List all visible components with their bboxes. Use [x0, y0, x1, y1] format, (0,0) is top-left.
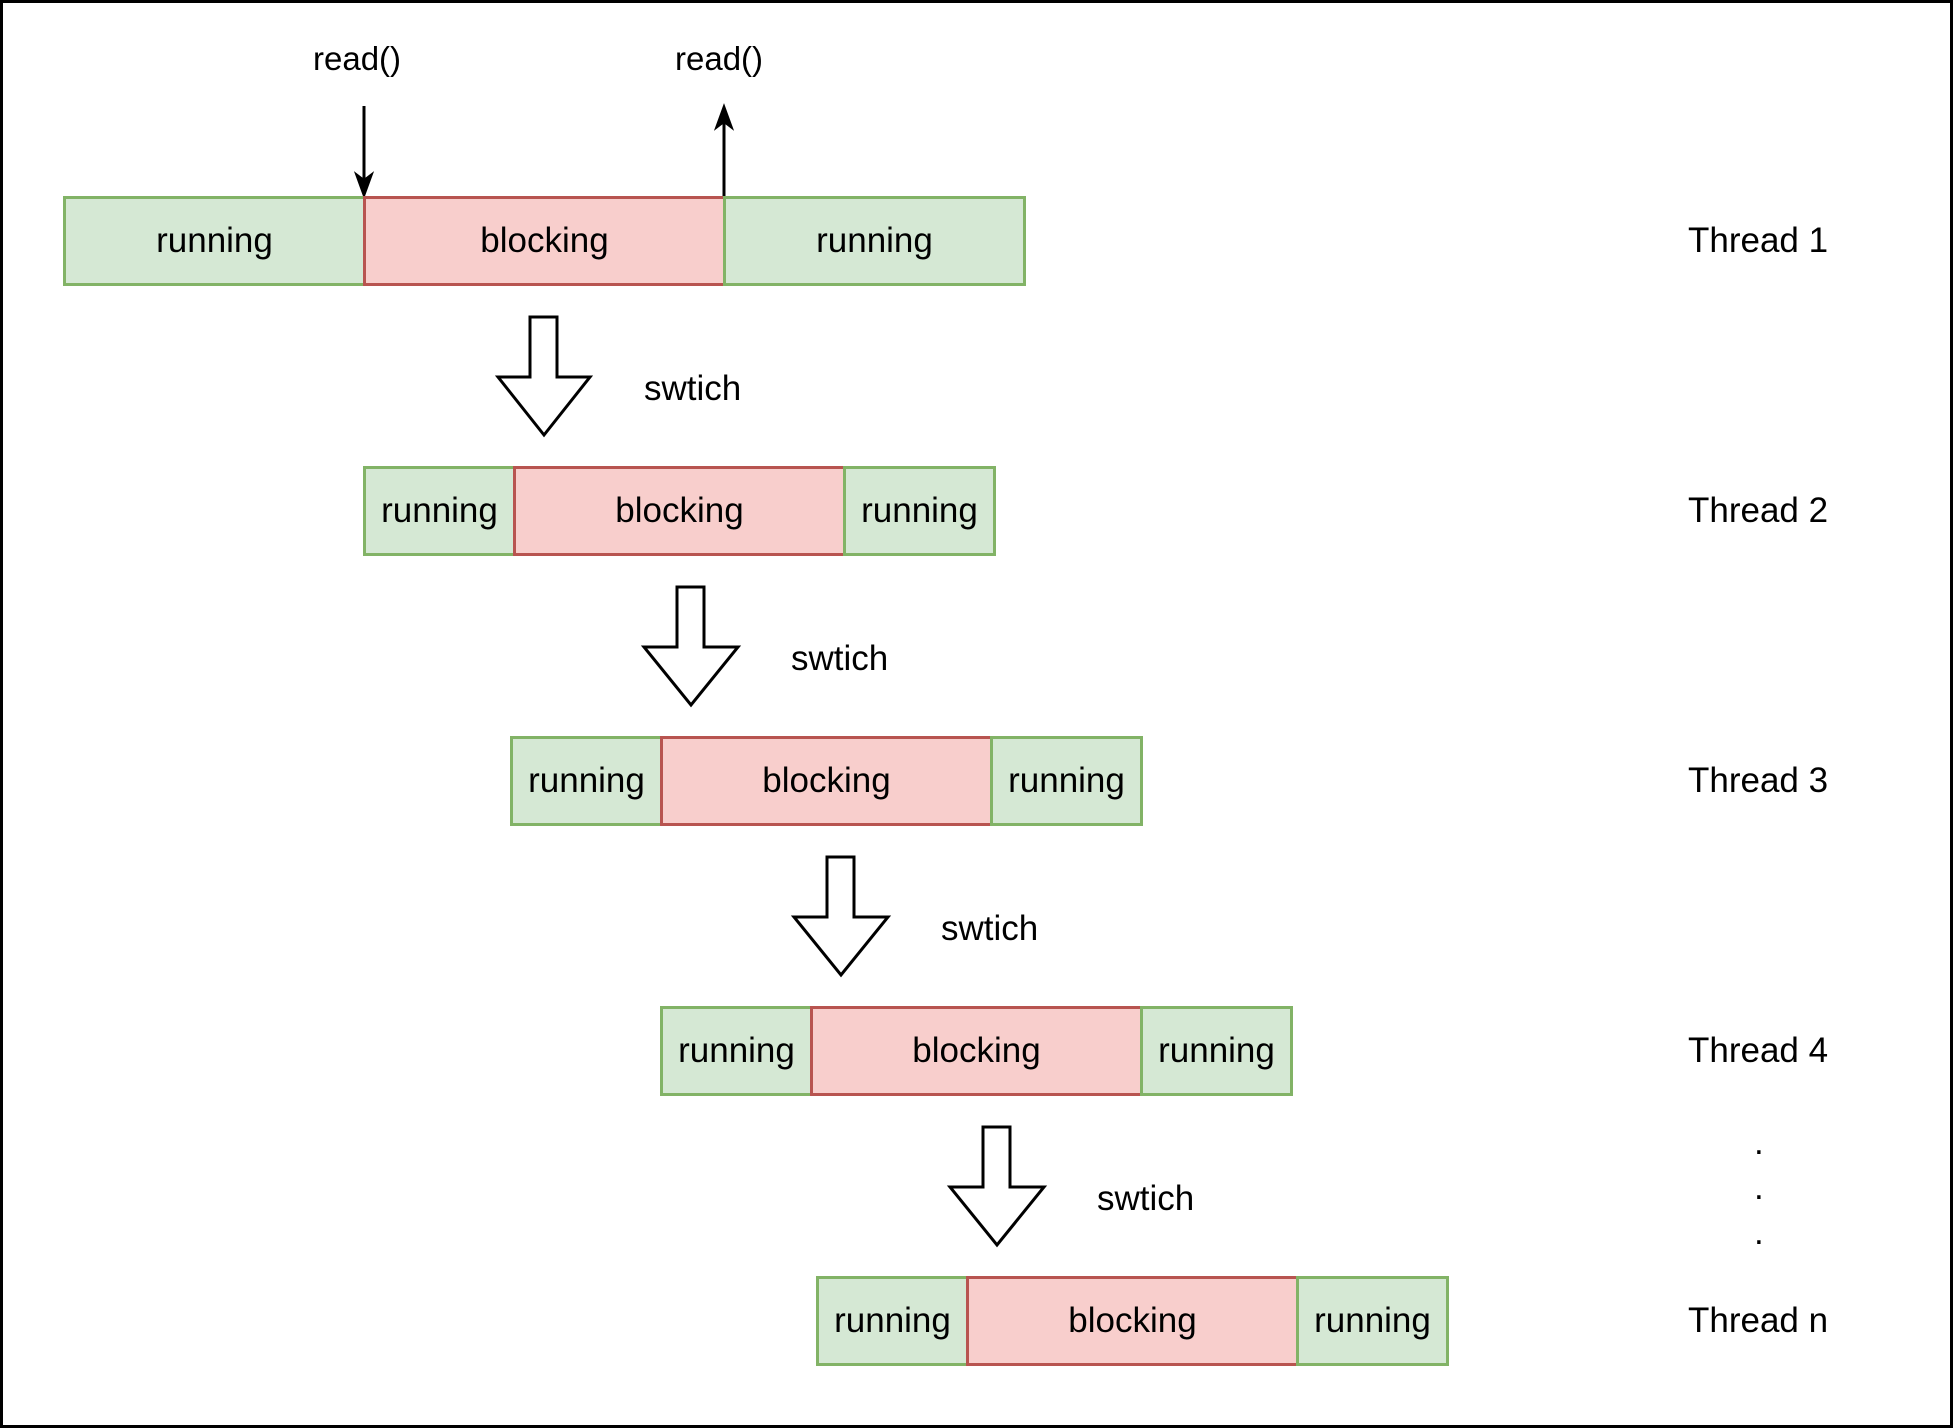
thread-n-running-segment: running — [1296, 1276, 1449, 1366]
switch-arrow-3 — [790, 855, 892, 978]
switch-label-2: swtich — [791, 639, 889, 678]
ellipsis-dot: . — [1754, 1213, 1764, 1252]
ellipsis-dot: . — [1754, 1168, 1764, 1207]
thread-4-running-segment: running — [1140, 1006, 1293, 1096]
switch-arrow-2 — [640, 585, 742, 708]
thread-2-timeline: running blocking running — [363, 466, 996, 556]
thread-3-running-segment: running — [510, 736, 663, 826]
thread-1-timeline: running blocking running — [63, 196, 1026, 286]
thread-n-label: Thread n — [1688, 1301, 1829, 1340]
thread-4-running-segment: running — [660, 1006, 813, 1096]
thread-n-blocking-segment: blocking — [966, 1276, 1299, 1366]
thread-2-running-segment: running — [363, 466, 516, 556]
switch-label-4: swtich — [1097, 1179, 1195, 1218]
thread-4-label: Thread 4 — [1688, 1031, 1829, 1070]
thread-n-timeline: running blocking running — [816, 1276, 1449, 1366]
read-down-arrow — [353, 106, 375, 199]
switch-label-3: swtich — [941, 909, 1039, 948]
thread-3-blocking-segment: blocking — [660, 736, 993, 826]
thread-1-label: Thread 1 — [1688, 221, 1829, 260]
thread-2-blocking-segment: blocking — [513, 466, 846, 556]
read-call-label: read() — [313, 40, 402, 77]
read-return-label: read() — [675, 40, 764, 77]
ellipsis-dot: . — [1754, 1123, 1764, 1162]
thread-1-blocking-segment: blocking — [363, 196, 726, 286]
thread-2-label: Thread 2 — [1688, 491, 1829, 530]
switch-arrow-4 — [946, 1125, 1048, 1248]
read-up-arrow — [713, 103, 735, 196]
thread-4-timeline: running blocking running — [660, 1006, 1293, 1096]
thread-2-running-segment: running — [843, 466, 996, 556]
thread-3-running-segment: running — [990, 736, 1143, 826]
switch-arrow-1 — [494, 315, 594, 438]
thread-1-running-segment: running — [63, 196, 366, 286]
switch-label-1: swtich — [644, 369, 742, 408]
thread-4-blocking-segment: blocking — [810, 1006, 1143, 1096]
thread-3-label: Thread 3 — [1688, 761, 1829, 800]
thread-1-running-segment: running — [723, 196, 1026, 286]
thread-n-running-segment: running — [816, 1276, 969, 1366]
thread-3-timeline: running blocking running — [510, 736, 1143, 826]
